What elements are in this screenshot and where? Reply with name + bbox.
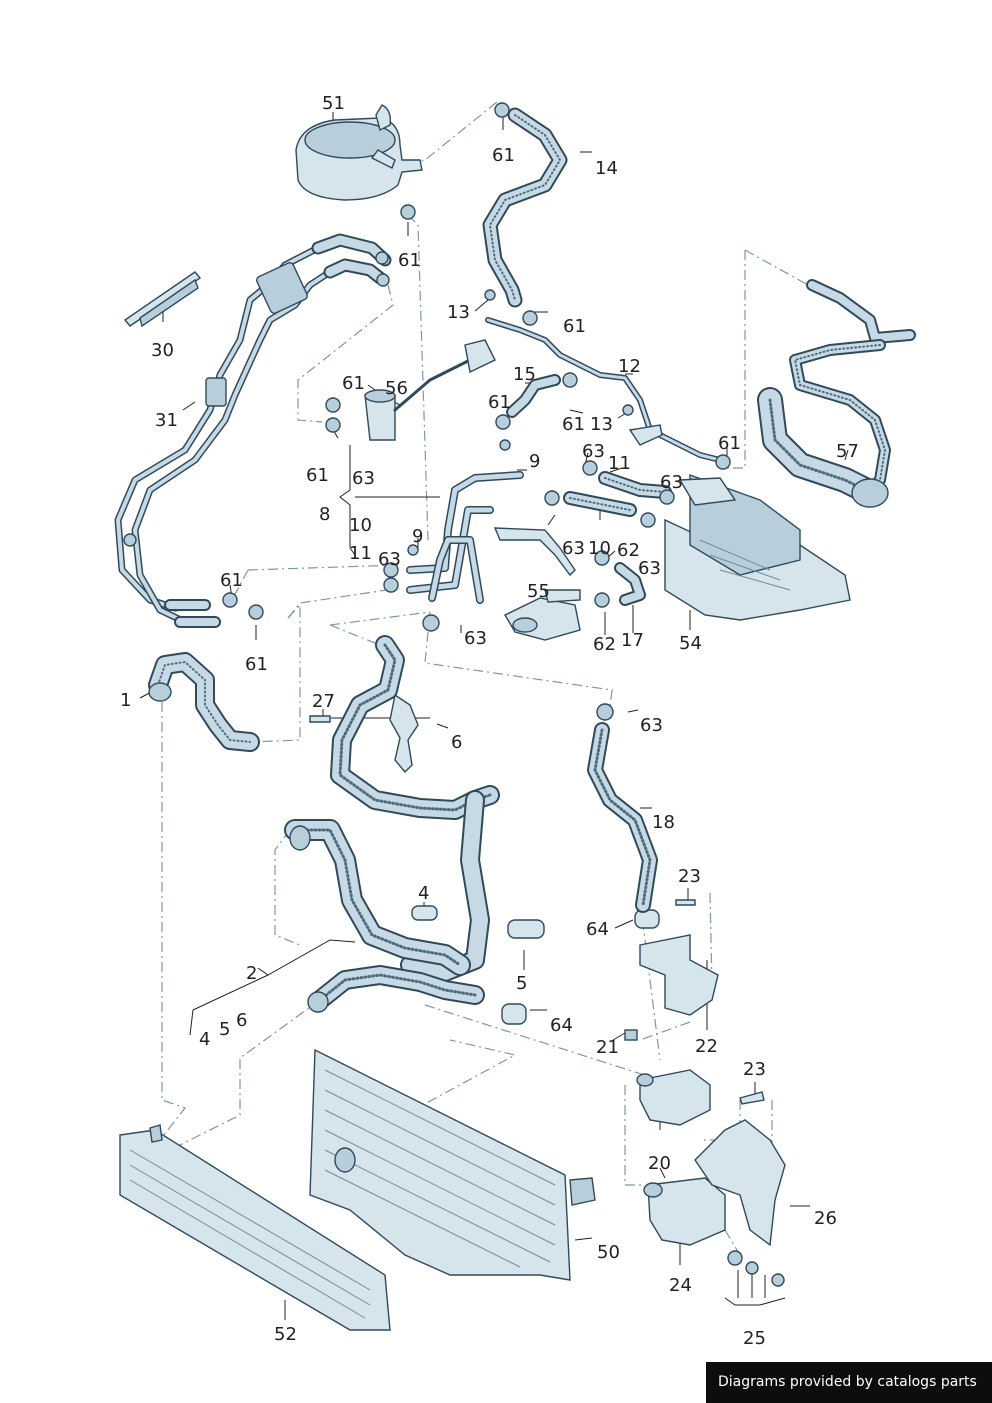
label-2: 2 [246,963,258,984]
radiator-50 [309,1048,596,1281]
label-23: 23 [678,866,701,887]
label-6: 6 [236,1010,248,1031]
clip-30 [123,271,202,328]
clamps [411,905,660,1025]
hose-clips [222,102,731,721]
label-12: 12 [618,356,641,377]
label-63: 63 [582,441,605,462]
label-63: 63 [660,472,683,493]
label-15: 15 [513,364,536,385]
hose-14 [482,107,568,308]
cooler-52 [119,1124,391,1331]
label-10: 10 [588,538,611,559]
label-20: 20 [648,1153,671,1174]
label-61: 61 [563,316,586,337]
label-13: 13 [590,414,613,435]
label-27: 27 [312,691,335,712]
label-24: 24 [669,1275,692,1296]
pump-20 [636,1069,711,1126]
label-55: 55 [527,581,550,602]
heater-54 [664,474,851,621]
label-61: 61 [306,465,329,486]
label-61: 61 [398,250,421,271]
label-9: 9 [412,526,424,547]
label-30: 30 [151,340,174,361]
label-5: 5 [219,1019,231,1040]
label-31: 31 [155,410,178,431]
label-4: 4 [199,1029,211,1050]
label-6: 6 [451,732,463,753]
label-54: 54 [679,633,702,654]
label-62: 62 [617,540,640,561]
hose-long [284,635,500,1013]
label-11: 11 [608,453,631,474]
label-13: 13 [447,302,470,323]
label-63: 63 [638,558,661,579]
hose-15 [506,374,561,418]
pipes-8-10-11 [406,471,576,604]
label-17: 17 [621,630,644,651]
label-9: 9 [529,451,541,472]
label-64: 64 [550,1015,573,1036]
hoses-63 [563,471,672,606]
label-4: 4 [418,883,430,904]
label-63: 63 [378,549,401,570]
valve-55 [504,589,581,641]
label-57: 57 [836,441,859,462]
hose-18 [587,722,658,913]
label-61: 61 [220,570,243,591]
label-21: 21 [596,1037,619,1058]
label-62: 62 [593,634,616,655]
label-64: 64 [586,919,609,940]
label-63: 63 [562,538,585,559]
pipe-31 [114,233,392,628]
label-11: 11 [349,543,372,564]
label-23: 23 [743,1059,766,1080]
label-56: 56 [385,378,408,399]
connection-lines [159,101,809,1256]
label-63: 63 [464,628,487,649]
label-63: 63 [352,468,375,489]
label-52: 52 [274,1324,297,1345]
label-18: 18 [652,812,675,833]
pipe-12 [485,317,723,463]
pump-24 [643,1177,726,1246]
label-61: 61 [492,145,515,166]
label-61: 61 [718,433,741,454]
label-51: 51 [322,93,345,114]
label-63: 63 [640,715,663,736]
bracket-6 [309,693,419,774]
expansion-tank [295,104,423,201]
label-22: 22 [695,1036,718,1057]
label-61: 61 [488,392,511,413]
label-61: 61 [245,654,268,675]
label-5: 5 [516,973,528,994]
bracket-26 [694,1091,786,1287]
label-26: 26 [814,1208,837,1229]
bracket-22 [624,899,719,1041]
label-25: 25 [743,1328,766,1349]
valve-56 [364,339,496,441]
hose-57 [757,279,916,508]
credit-banner: Diagrams provided by catalogs parts [706,1362,992,1403]
label-8: 8 [319,504,331,525]
label-50: 50 [597,1242,620,1263]
label-10: 10 [349,515,372,536]
label-61: 61 [562,414,585,435]
label-14: 14 [595,158,618,179]
label-61: 61 [342,373,365,394]
label-1: 1 [120,690,132,711]
hose-1 [148,652,260,752]
